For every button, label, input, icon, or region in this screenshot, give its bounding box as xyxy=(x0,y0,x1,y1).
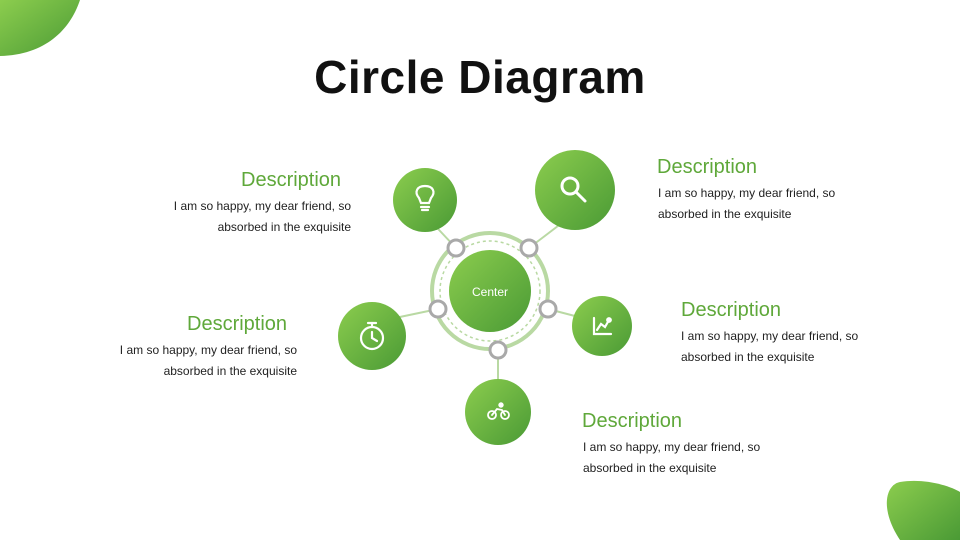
slide-title: Circle Diagram xyxy=(314,51,646,103)
cyclist-icon xyxy=(487,402,510,420)
ring-node-left xyxy=(428,299,448,319)
description-heading-bottom: Description xyxy=(582,410,683,432)
stopwatch-icon xyxy=(359,321,385,351)
description-text-top-right: I am so happy, my dear friend, so absorb… xyxy=(658,186,836,221)
description-text-top-left: I am so happy, my dear friend, so absorb… xyxy=(173,199,351,234)
ring-node-top-right xyxy=(519,238,539,258)
leaf-top-left xyxy=(0,0,80,56)
center-label: Center xyxy=(471,285,509,299)
node-cyclist xyxy=(465,379,531,445)
ring-node-top-left xyxy=(446,238,466,258)
description-text-left: I am so happy, my dear friend, so absorb… xyxy=(119,343,297,378)
node-lightbulb xyxy=(393,168,457,232)
inner-dashed-ring xyxy=(439,240,541,342)
search-icon xyxy=(560,176,587,203)
lightbulb-icon xyxy=(415,184,435,212)
leaf-bottom-right xyxy=(886,480,960,540)
center-node xyxy=(449,250,531,332)
description-text-bottom: I am so happy, my dear friend, so absorb… xyxy=(583,440,761,475)
chart-icon xyxy=(592,316,613,336)
node-search xyxy=(535,150,615,230)
ring-node-right xyxy=(538,299,558,319)
description-heading-top-left: Description xyxy=(241,169,342,191)
description-text-right: I am so happy, my dear friend, so absorb… xyxy=(681,329,859,364)
description-heading-right: Description xyxy=(681,299,782,321)
ring-node-bottom xyxy=(488,340,508,360)
description-heading-left: Description xyxy=(187,313,288,335)
description-heading-top-right: Description xyxy=(657,156,758,178)
